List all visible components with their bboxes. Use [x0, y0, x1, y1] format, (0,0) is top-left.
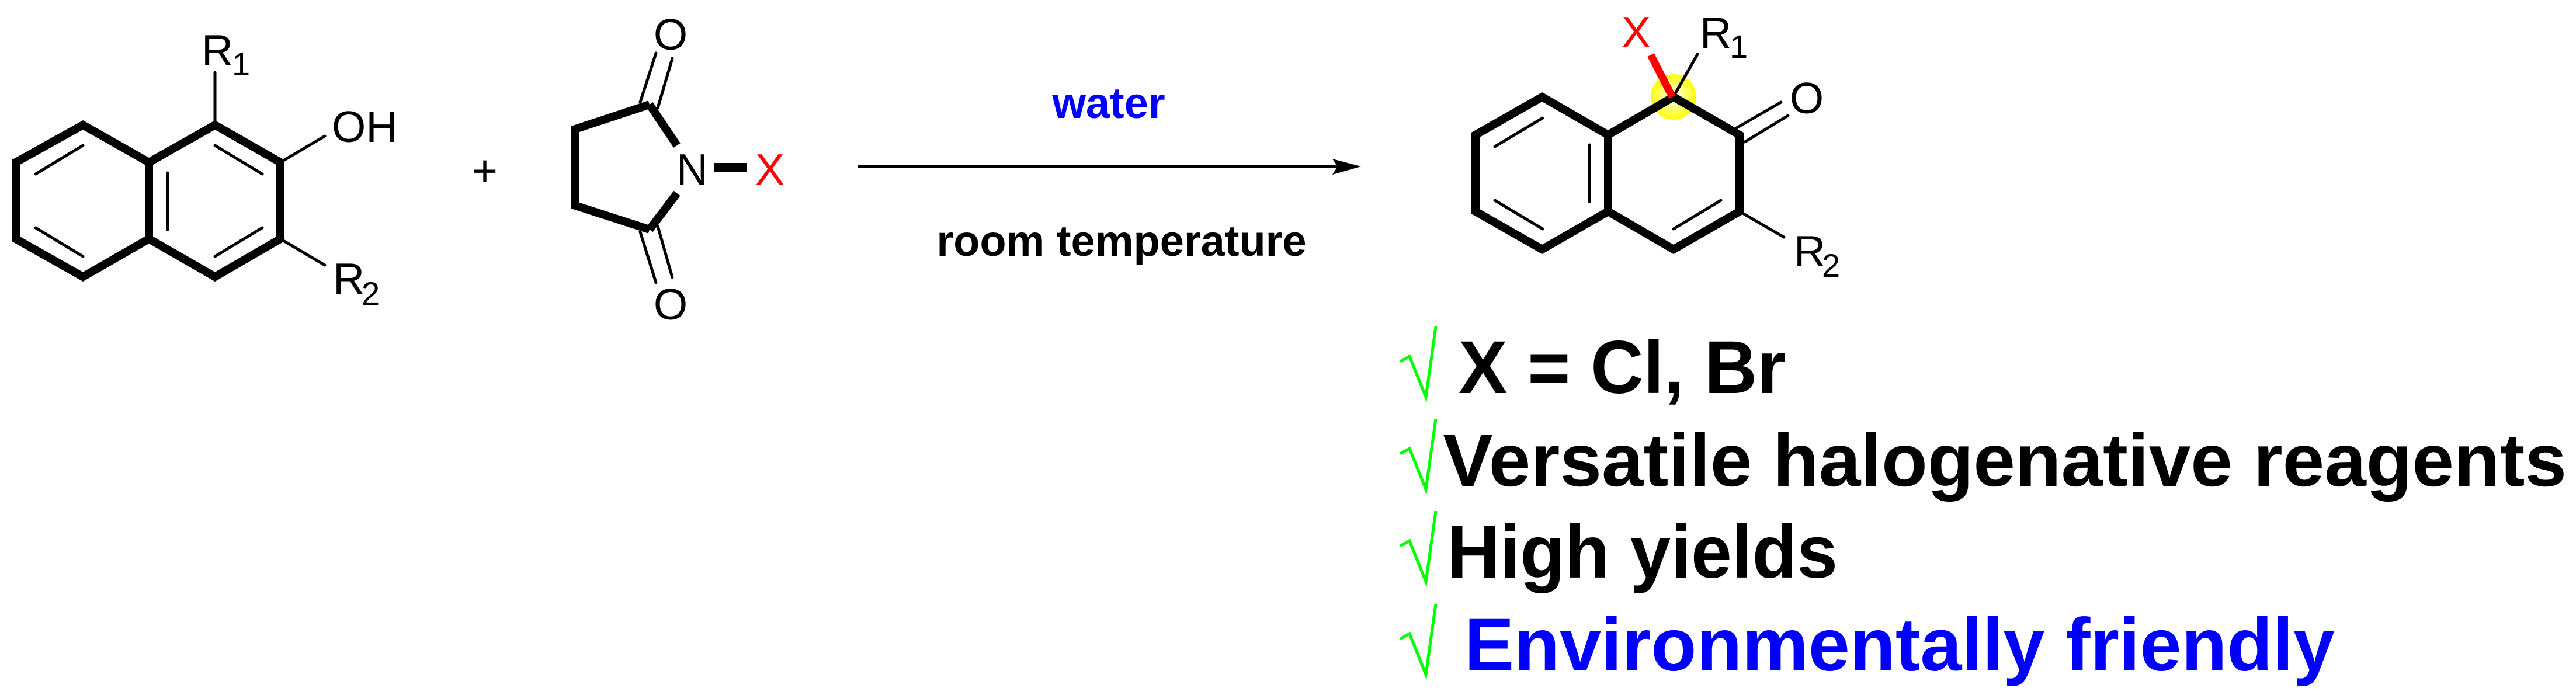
label-o: O: [1790, 74, 1824, 123]
label-r2: R2: [333, 254, 380, 312]
feature-item: Environmentally friendly: [1399, 603, 2335, 687]
check-icon: [1399, 603, 1438, 680]
carbonyl-bond: [656, 224, 674, 279]
ring-b: [147, 120, 284, 282]
condition-temperature: room temperature: [936, 217, 1306, 265]
reactant-naphthol: R1 OH R2: [12, 26, 398, 312]
arrow-head-icon: [1332, 159, 1361, 175]
label-o-bottom: O: [654, 280, 688, 329]
carbonyl-bond: [638, 230, 658, 284]
bond-r2: [279, 237, 327, 267]
double-bond: [1493, 199, 1544, 231]
double-bond: [1672, 199, 1723, 231]
bond-c-n: [646, 102, 681, 148]
feature-item: High yields: [1399, 510, 1838, 594]
product-naphthalenone: X R1 O R2: [1471, 8, 1840, 284]
carbonyl-bond: [1743, 114, 1790, 144]
label-r1: R1: [1700, 8, 1748, 65]
ring-b: [1606, 92, 1744, 255]
bond-r1: [1674, 53, 1699, 95]
condition-solvent: water: [1051, 79, 1165, 127]
double-bond: [213, 226, 264, 258]
bond-c-x: [1647, 53, 1676, 99]
label-x: X: [1622, 8, 1651, 57]
feature-list: X = Cl, Br Versatile halogenative reagen…: [1399, 326, 2567, 687]
feature-text: Versatile halogenative reagents: [1443, 419, 2567, 502]
plus-sign: +: [472, 146, 498, 195]
carbonyl-bond: [1735, 100, 1783, 130]
reaction-arrow: water room temperature: [858, 79, 1361, 265]
label-x: X: [755, 145, 784, 194]
label-n: N: [676, 145, 708, 194]
label-r2: R2: [1794, 227, 1840, 284]
feature-text: High yields: [1447, 510, 1838, 594]
feature-item: Versatile halogenative reagents: [1399, 418, 2567, 502]
bond-n-x: [714, 163, 747, 172]
double-bond: [213, 144, 264, 176]
ring-backbone: [571, 100, 651, 234]
bond-oh: [279, 134, 327, 164]
bond-n-c: [646, 190, 681, 232]
check-icon: [1399, 510, 1438, 588]
feature-text: Environmentally friendly: [1464, 603, 2335, 687]
ring-a: [12, 120, 153, 282]
reactant-n-halosuccinimide: O O N X: [571, 10, 784, 329]
check-icon: [1399, 418, 1438, 495]
feature-item: X = Cl, Br: [1399, 326, 1786, 409]
bond-r2: [1742, 212, 1786, 239]
double-bond: [34, 226, 85, 258]
check-icon: [1399, 326, 1438, 403]
double-bond: [1493, 116, 1544, 148]
carbonyl-bond: [656, 57, 674, 110]
double-bond: [34, 144, 85, 176]
label-r1: R1: [202, 26, 250, 82]
label-o-top: O: [654, 10, 688, 59]
carbonyl-bond: [638, 51, 658, 104]
label-oh: OH: [332, 102, 398, 151]
feature-text: X = Cl, Br: [1459, 326, 1786, 409]
